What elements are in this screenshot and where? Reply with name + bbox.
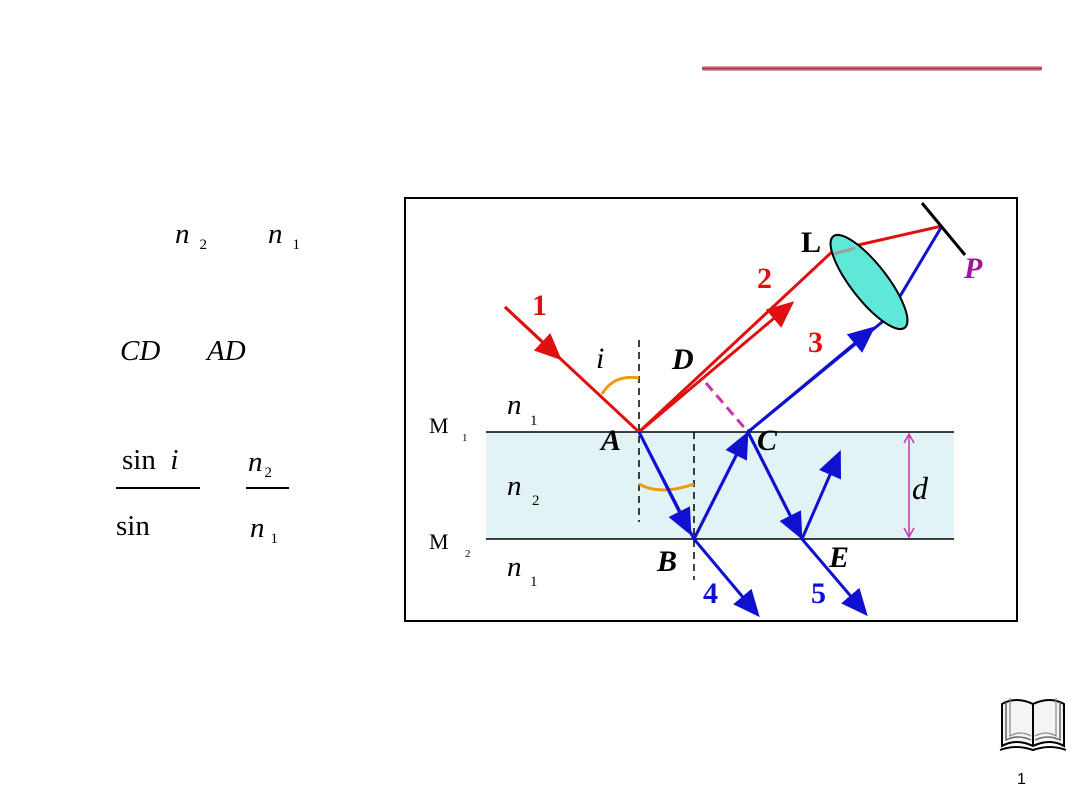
medium-bottom-sub: 1 [530,574,538,590]
ray-down-arrow [746,431,803,540]
ray-1-arrow [503,305,562,361]
point-d-label: D [671,343,694,376]
medium-top-sub: 1 [530,413,538,429]
medium-bottom-n: n [507,551,522,583]
lens-ray-entry [833,246,856,256]
angle-i-label: i [596,342,604,375]
fraction-bar-1 [116,487,200,489]
ray-2-to-p [844,224,943,250]
lens-l [829,233,909,331]
ray-5-label: 5 [811,577,826,610]
ray-2-arrow [638,301,795,434]
title-underline [702,66,1042,71]
ray-refracted-arrow [637,431,692,536]
ray-4-label: 4 [703,577,718,610]
thickness-d-arrow-bottom [903,527,915,539]
ray-5 [800,538,868,617]
point-a-label: A [599,424,621,457]
screen-p [920,202,967,256]
ad-label: AD [207,335,246,367]
book-icon[interactable] [998,690,1068,756]
medium-top-n: n [507,389,522,421]
medium-film-sub: 2 [532,493,540,509]
ray-1-label: 1 [532,289,547,322]
m2-label: M [429,529,449,554]
point-c-label: C [757,424,778,457]
fraction-sin-denominator: sin [116,510,150,542]
cd-label: CD [120,335,161,367]
m2-subscript: 2 [465,548,471,560]
page-number: 1 [1017,771,1026,788]
thickness-d-label: d [912,470,929,506]
point-e-label: E [828,541,849,574]
fraction-bar-2 [246,487,289,489]
angle-i-arc [600,375,640,395]
lens-label: L [801,226,821,259]
perpendicular-cd [704,382,750,433]
fraction-sin-i-numerator: sin i [122,444,179,476]
m1-label: M [429,413,449,438]
point-p-label: P [963,252,983,285]
ray-4 [692,538,760,618]
angle-refraction-arc [638,482,695,492]
ray-3-arrow [747,326,876,434]
medium-film-n: n [507,470,522,502]
diagram-frame [404,197,1018,622]
ray-up-arrow [692,431,749,540]
ray-2-reflected [637,248,836,434]
ray-e-up [800,449,842,540]
ray-2-label: 2 [757,262,772,295]
thickness-d-arrow-top [903,432,915,444]
point-b-label: B [656,545,677,578]
ray-3-label: 3 [808,326,823,359]
m1-subscript: 1 [462,432,468,444]
